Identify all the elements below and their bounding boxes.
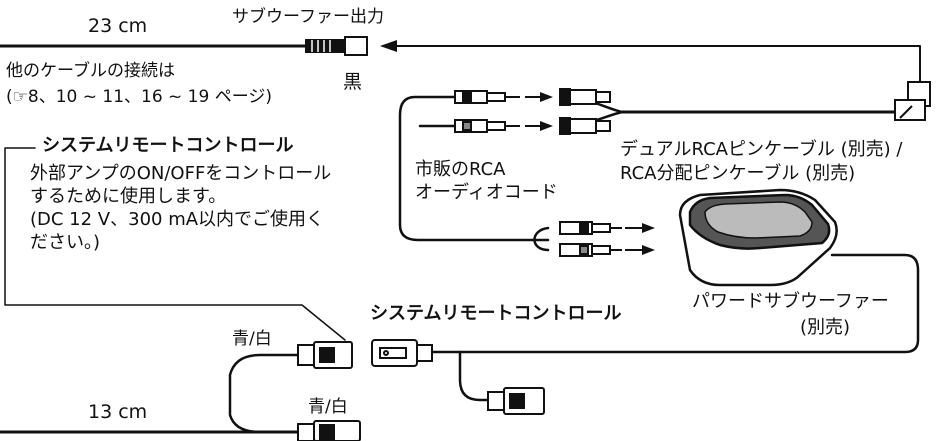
powered-subwoofer-label: パワードサブウーファー [692, 291, 889, 312]
rca-plug-sub-lower [559, 243, 622, 257]
commercial-rca-line: 市販のRCA [415, 159, 506, 180]
powered-subwoofer-illustration [678, 188, 838, 287]
system-remote-title: システムリモートコントロール [42, 135, 294, 156]
dual-rca-cable-label: デュアルRCAピンケーブル (別売) / [620, 139, 903, 160]
blue-white-label-1: 青/白 [232, 329, 272, 349]
system-remote-description: 外部アンプのON/OFFをコントロール するために使用します。 (DC 12 V… [30, 162, 331, 254]
rca-split-cable-label: RCA分配ピンケーブル (別売) [620, 163, 856, 184]
arrowhead-to-output [380, 40, 397, 52]
arrowhead-lower-rca [540, 121, 553, 131]
description-line: するために使用します。 [30, 186, 227, 207]
remote-extension-connector [487, 387, 545, 415]
subwoofer-output-connector [305, 36, 368, 56]
right-angle-plug [894, 81, 931, 121]
commercial-rca-line: オーディオコード [415, 182, 558, 203]
arrow-line-to-output [394, 45, 921, 83]
arrow-shafts [525, 96, 645, 251]
page-reference: (☞8、10 ~ 11、16 ~ 19 ページ) [6, 87, 273, 107]
arrowhead-sub-lower [642, 245, 655, 255]
rca-plug-sub-upper [559, 221, 622, 235]
arrowhead-sub-upper [642, 223, 655, 233]
lower-rca-branch [533, 226, 550, 252]
system-remote-bracket [4, 147, 346, 341]
arrowhead-upper-rca [540, 92, 553, 102]
remote-extension-cable [458, 350, 492, 402]
commercial-rca-cord [398, 95, 550, 242]
blue-white-connector-2 [297, 420, 361, 441]
black-label: 黒 [343, 71, 363, 93]
commercial-rca-label: 市販のRCA オーディオコード [415, 158, 558, 204]
remote-connector-female [371, 339, 433, 367]
rca-jack-y-upper [559, 88, 611, 106]
subwoofer-output-label: サブウーファー出力 [232, 7, 384, 27]
other-cables-label: 他のケーブルの接続は [6, 61, 175, 81]
cable-length-23cm: 23 cm [88, 15, 148, 37]
blue-white-label-2: 青/白 [308, 397, 348, 417]
optional-label: (別売) [800, 317, 851, 338]
blue-white-cable-1 [228, 353, 302, 434]
cable-length-13cm: 13 cm [88, 401, 148, 423]
description-line: (DC 12 V、300 mA以内でご使用く [30, 209, 325, 230]
subwoofer-remote-cable [430, 253, 920, 354]
description-line: ださい。) [30, 232, 101, 253]
system-remote-control-label: システムリモートコントロール [370, 303, 622, 324]
rca-plug-commercial-lower [454, 119, 520, 133]
arrowheads [380, 40, 655, 255]
rca-plug-commercial-upper [454, 90, 520, 104]
blue-white-connector-1 [297, 341, 353, 369]
description-line: 外部アンプのON/OFFをコントロール [30, 163, 332, 184]
rca-jack-y-lower [559, 117, 611, 135]
